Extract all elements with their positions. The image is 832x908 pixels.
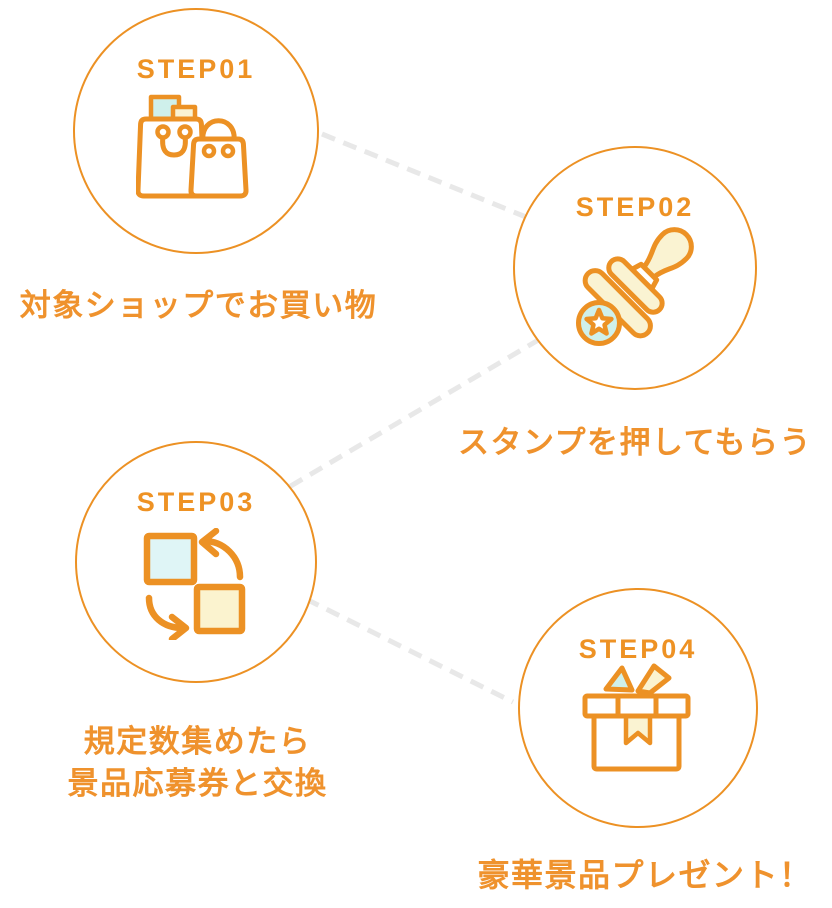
connector-line-2 xyxy=(287,336,542,490)
connector-line-3 xyxy=(304,596,515,705)
stamp-icon xyxy=(576,227,694,346)
shopping-bags-icon xyxy=(136,94,249,199)
step3-caption: 規定数集めたら 景品応募券と交換 xyxy=(57,714,338,812)
exchange-icon xyxy=(143,528,246,640)
step4-caption: 豪華景品プレゼント！ xyxy=(468,846,822,904)
step4-label: STEP04 xyxy=(578,634,698,664)
gift-icon xyxy=(582,663,691,772)
step2-label: STEP02 xyxy=(575,192,695,222)
step3-circle: STEP03 xyxy=(75,441,317,683)
step4-circle: STEP04 xyxy=(518,588,758,828)
step3-label: STEP03 xyxy=(136,487,256,517)
step3-caption-line1: 規定数集めたら xyxy=(83,724,312,759)
step3-caption-line2: 景品応募券と交換 xyxy=(67,766,328,801)
step2-circle: STEP02 xyxy=(513,146,757,390)
step1-circle: STEP01 xyxy=(73,8,319,254)
step2-caption: スタンプを押してもらう xyxy=(450,414,820,472)
connector-line-1 xyxy=(321,131,527,220)
step1-caption: 対象ショップでお買い物 xyxy=(10,278,387,334)
step1-label: STEP01 xyxy=(136,54,256,84)
